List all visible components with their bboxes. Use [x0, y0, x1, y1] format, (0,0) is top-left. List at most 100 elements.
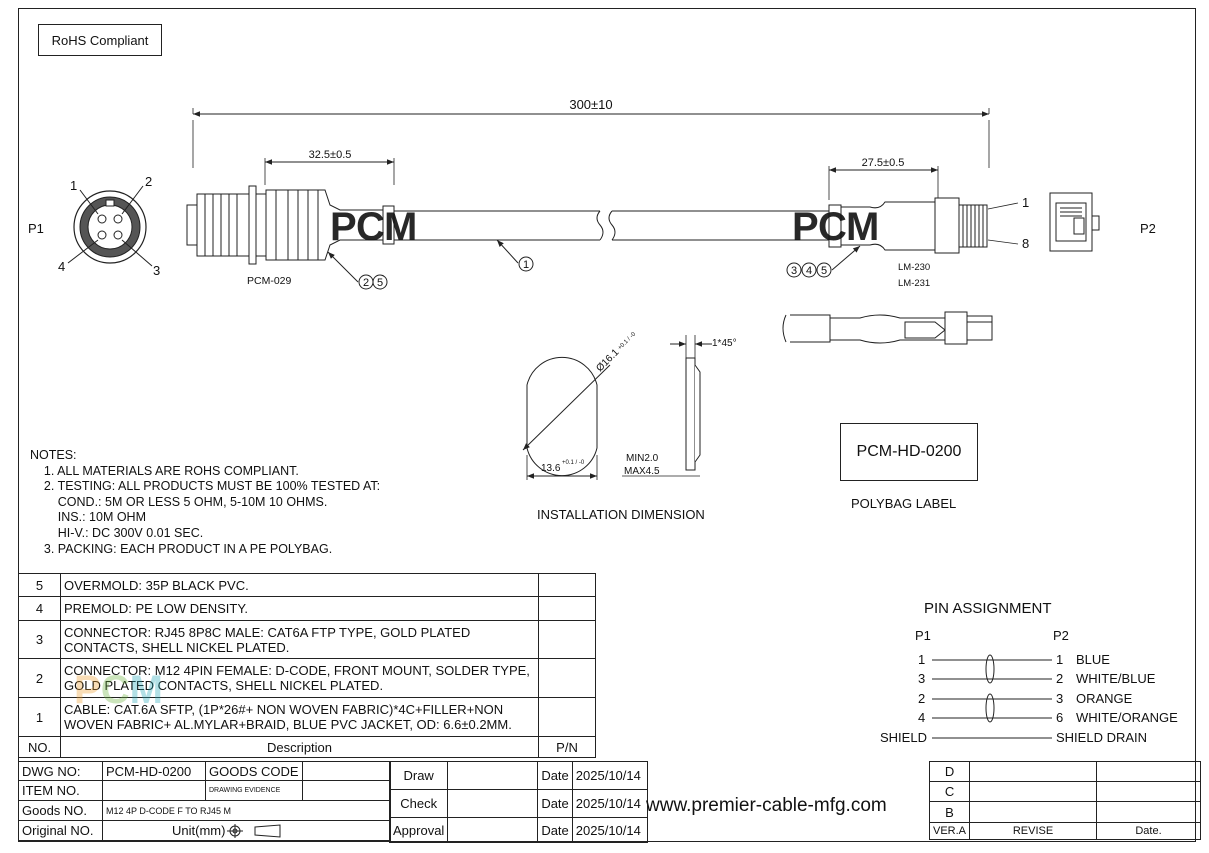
pin-row-color: WHITE/ORANGE	[1076, 710, 1178, 725]
p1-label: P1	[28, 221, 44, 236]
callout-5-left	[372, 274, 388, 290]
rj45-polybag-view	[782, 311, 993, 345]
flat-tol: +0.1 / -0	[562, 460, 585, 466]
date-label: Date	[537, 817, 573, 843]
bom-desc: CONNECTOR: M12 4PIN FEMALE: D-CODE, FRON…	[60, 658, 539, 698]
note-line: INS.: 10M OHM	[30, 510, 146, 525]
left-overmold-length: 32.5±0.5	[309, 149, 352, 161]
date-label: Date	[537, 761, 573, 790]
goods-code: GOODS CODE	[205, 761, 303, 781]
draw-date: 2025/10/14	[571, 761, 648, 790]
callout-3	[786, 262, 802, 278]
date-label: Date	[537, 789, 573, 818]
projection-symbol-icon	[227, 824, 281, 839]
pin-row-b: 1	[1056, 652, 1064, 667]
svg-text:C: C	[818, 205, 847, 249]
overall-length: 300±10	[569, 97, 612, 112]
blank-cell	[301, 761, 391, 781]
note-line: 2. TESTING: ALL PRODUCTS MUST BE 100% TE…	[30, 479, 381, 494]
panel-cutout	[526, 356, 598, 477]
p1-pin1: 1	[70, 178, 77, 193]
draw-signature	[447, 761, 539, 790]
check-label: Check	[388, 789, 449, 818]
panel-thickness-view	[685, 335, 701, 471]
diameter-tol: +0.1 / -0	[617, 331, 637, 351]
callout-4	[801, 262, 817, 278]
pcm-watermark-left: P C M	[330, 205, 417, 249]
pin-shield-drain: SHIELD DRAIN	[1056, 730, 1148, 745]
installation-caption: INSTALLATION DIMENSION	[537, 507, 705, 522]
note-line: NOTES:	[30, 448, 77, 462]
diameter-text: Ø16.1	[594, 347, 621, 374]
rev-cell	[1096, 781, 1202, 802]
original-no-cell: Unit(mm)	[102, 820, 391, 841]
bom-no: 5	[18, 573, 61, 597]
draw-label: Draw	[388, 761, 449, 790]
svg-text:P: P	[792, 205, 819, 249]
m12-connector-side	[186, 185, 395, 265]
original-no-label: Original NO.	[18, 820, 103, 841]
bom-no: 4	[18, 596, 61, 621]
bom-desc: OVERMOLD: 35P BLACK PVC.	[60, 573, 539, 597]
note-line: HI-V.: DC 300V 0.01 SEC.	[30, 525, 204, 540]
check-date: 2025/10/14	[571, 789, 648, 818]
min-thickness: MIN2.0	[626, 453, 659, 464]
bom-pn	[538, 658, 596, 698]
bom-pn	[538, 697, 596, 737]
right-overmold-length: 27.5±0.5	[862, 157, 905, 169]
callout-4-text: 4	[806, 265, 812, 277]
pcm-watermark-right: P C M	[792, 205, 879, 249]
pin-row-color: ORANGE	[1076, 691, 1133, 706]
rj45-connector-side	[828, 197, 988, 254]
callout-5b-text: 5	[821, 265, 827, 277]
diameter-leader	[522, 364, 611, 451]
p1-pin4: 4	[58, 259, 65, 274]
bom-header-desc: Description	[60, 736, 539, 758]
pin-row-a: 2	[918, 691, 926, 706]
bom-header-no: NO.	[18, 736, 61, 758]
revise-label: REVISE	[969, 822, 1098, 840]
approval-date: 2025/10/14	[571, 817, 648, 843]
goods-no: M12 4P D-CODE F TO RJ45 M	[102, 800, 391, 821]
bom-header-pn: P/N	[538, 736, 596, 758]
bom-pn	[538, 573, 596, 597]
polybag-label: PCM-HD-0200	[840, 423, 978, 481]
bom-desc: CABLE: CAT.6A SFTP, (1P*26#+ NON WOVEN F…	[60, 697, 539, 737]
callout-3-text: 3	[791, 265, 797, 277]
rohs-box: RoHS Compliant	[38, 24, 162, 56]
left-part-number: PCM-029	[247, 275, 292, 287]
bom-no: 1	[18, 697, 61, 737]
pin-row-a: 3	[918, 671, 926, 686]
rj45-face-view	[1049, 192, 1100, 252]
callout-1	[518, 256, 534, 272]
company-url[interactable]: www.premier-cable-mfg.com	[646, 795, 887, 816]
bom-no: 2	[18, 658, 61, 698]
ver-label: VER.A	[928, 822, 971, 840]
callout-5-right	[816, 262, 832, 278]
rev-date-label: Date.	[1096, 822, 1202, 840]
rev-c: C	[928, 781, 971, 802]
pin-row-color: BLUE	[1076, 652, 1110, 667]
pin-row-color: WHITE/BLUE	[1076, 671, 1156, 686]
max-thickness: MAX4.5	[624, 466, 660, 477]
pin-shield: SHIELD	[880, 730, 927, 745]
pin-wiring-lines	[932, 654, 1052, 739]
approval-signature	[447, 817, 539, 843]
p1-pin2: 2	[145, 174, 152, 189]
pin-title: PIN ASSIGNMENT	[924, 600, 1052, 617]
rev-cell	[969, 781, 1098, 802]
right-part-1: LM-230	[898, 262, 930, 273]
rev-d: D	[928, 761, 971, 782]
rev-cell	[969, 761, 1098, 782]
rev-cell	[969, 801, 1098, 823]
pin-row-b: 2	[1056, 671, 1064, 686]
